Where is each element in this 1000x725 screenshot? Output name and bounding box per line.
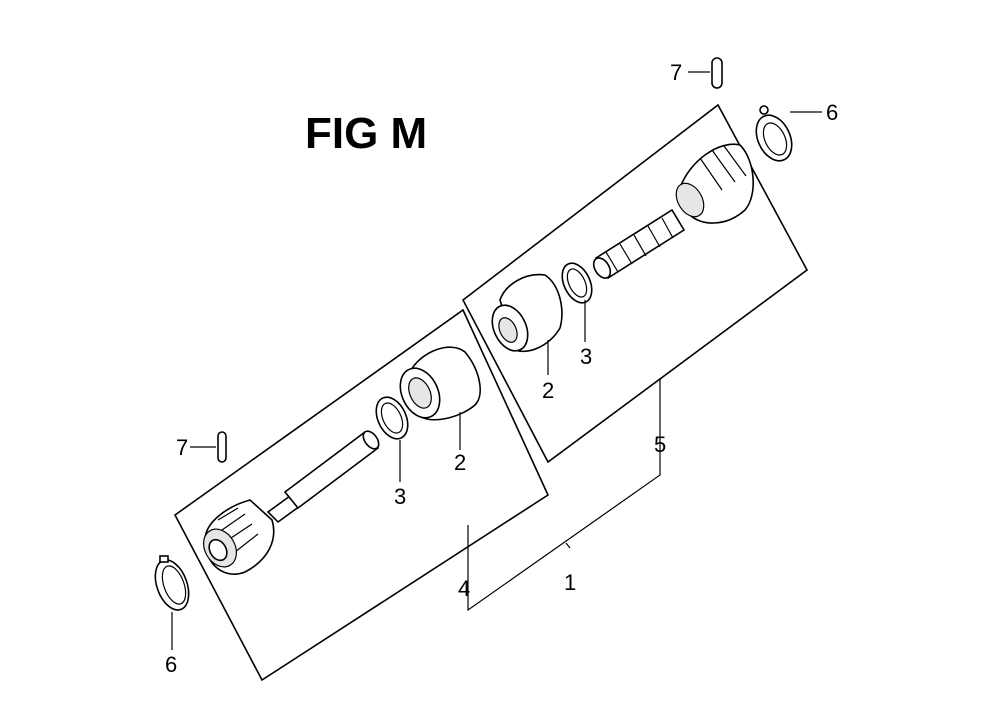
outer-joint-left <box>203 499 275 575</box>
boot-2-left <box>399 346 481 421</box>
callout-7-left: 7 <box>176 435 188 460</box>
callout-2-right: 2 <box>542 378 554 403</box>
pin-7-right <box>711 57 723 89</box>
assembly-4-frame <box>173 308 550 682</box>
circlip-3-left <box>375 396 409 440</box>
clamp-band-6-right <box>755 105 793 162</box>
shaft-left <box>266 430 380 524</box>
assembly-5-frame <box>461 103 809 464</box>
callout-2-left: 2 <box>454 450 466 475</box>
callout-3-left: 3 <box>394 484 406 509</box>
callout-7-right: 7 <box>670 60 682 85</box>
pin-7-left <box>217 431 227 463</box>
bracket-1-tick <box>565 542 571 549</box>
outer-joint-right <box>675 143 755 224</box>
boot-2-right <box>491 273 563 352</box>
callout-6-left: 6 <box>165 652 177 677</box>
callout-5: 5 <box>654 432 666 457</box>
circlip-3-right <box>561 262 593 304</box>
callout-4: 4 <box>458 576 470 601</box>
clamp-band-6-left <box>154 555 190 611</box>
shaft-right <box>592 208 686 280</box>
bracket-1 <box>467 378 661 612</box>
callout-3-right: 3 <box>580 344 592 369</box>
callout-6-right: 6 <box>826 100 838 125</box>
callout-1: 1 <box>564 570 576 595</box>
figure-title: FIG M <box>305 109 427 158</box>
